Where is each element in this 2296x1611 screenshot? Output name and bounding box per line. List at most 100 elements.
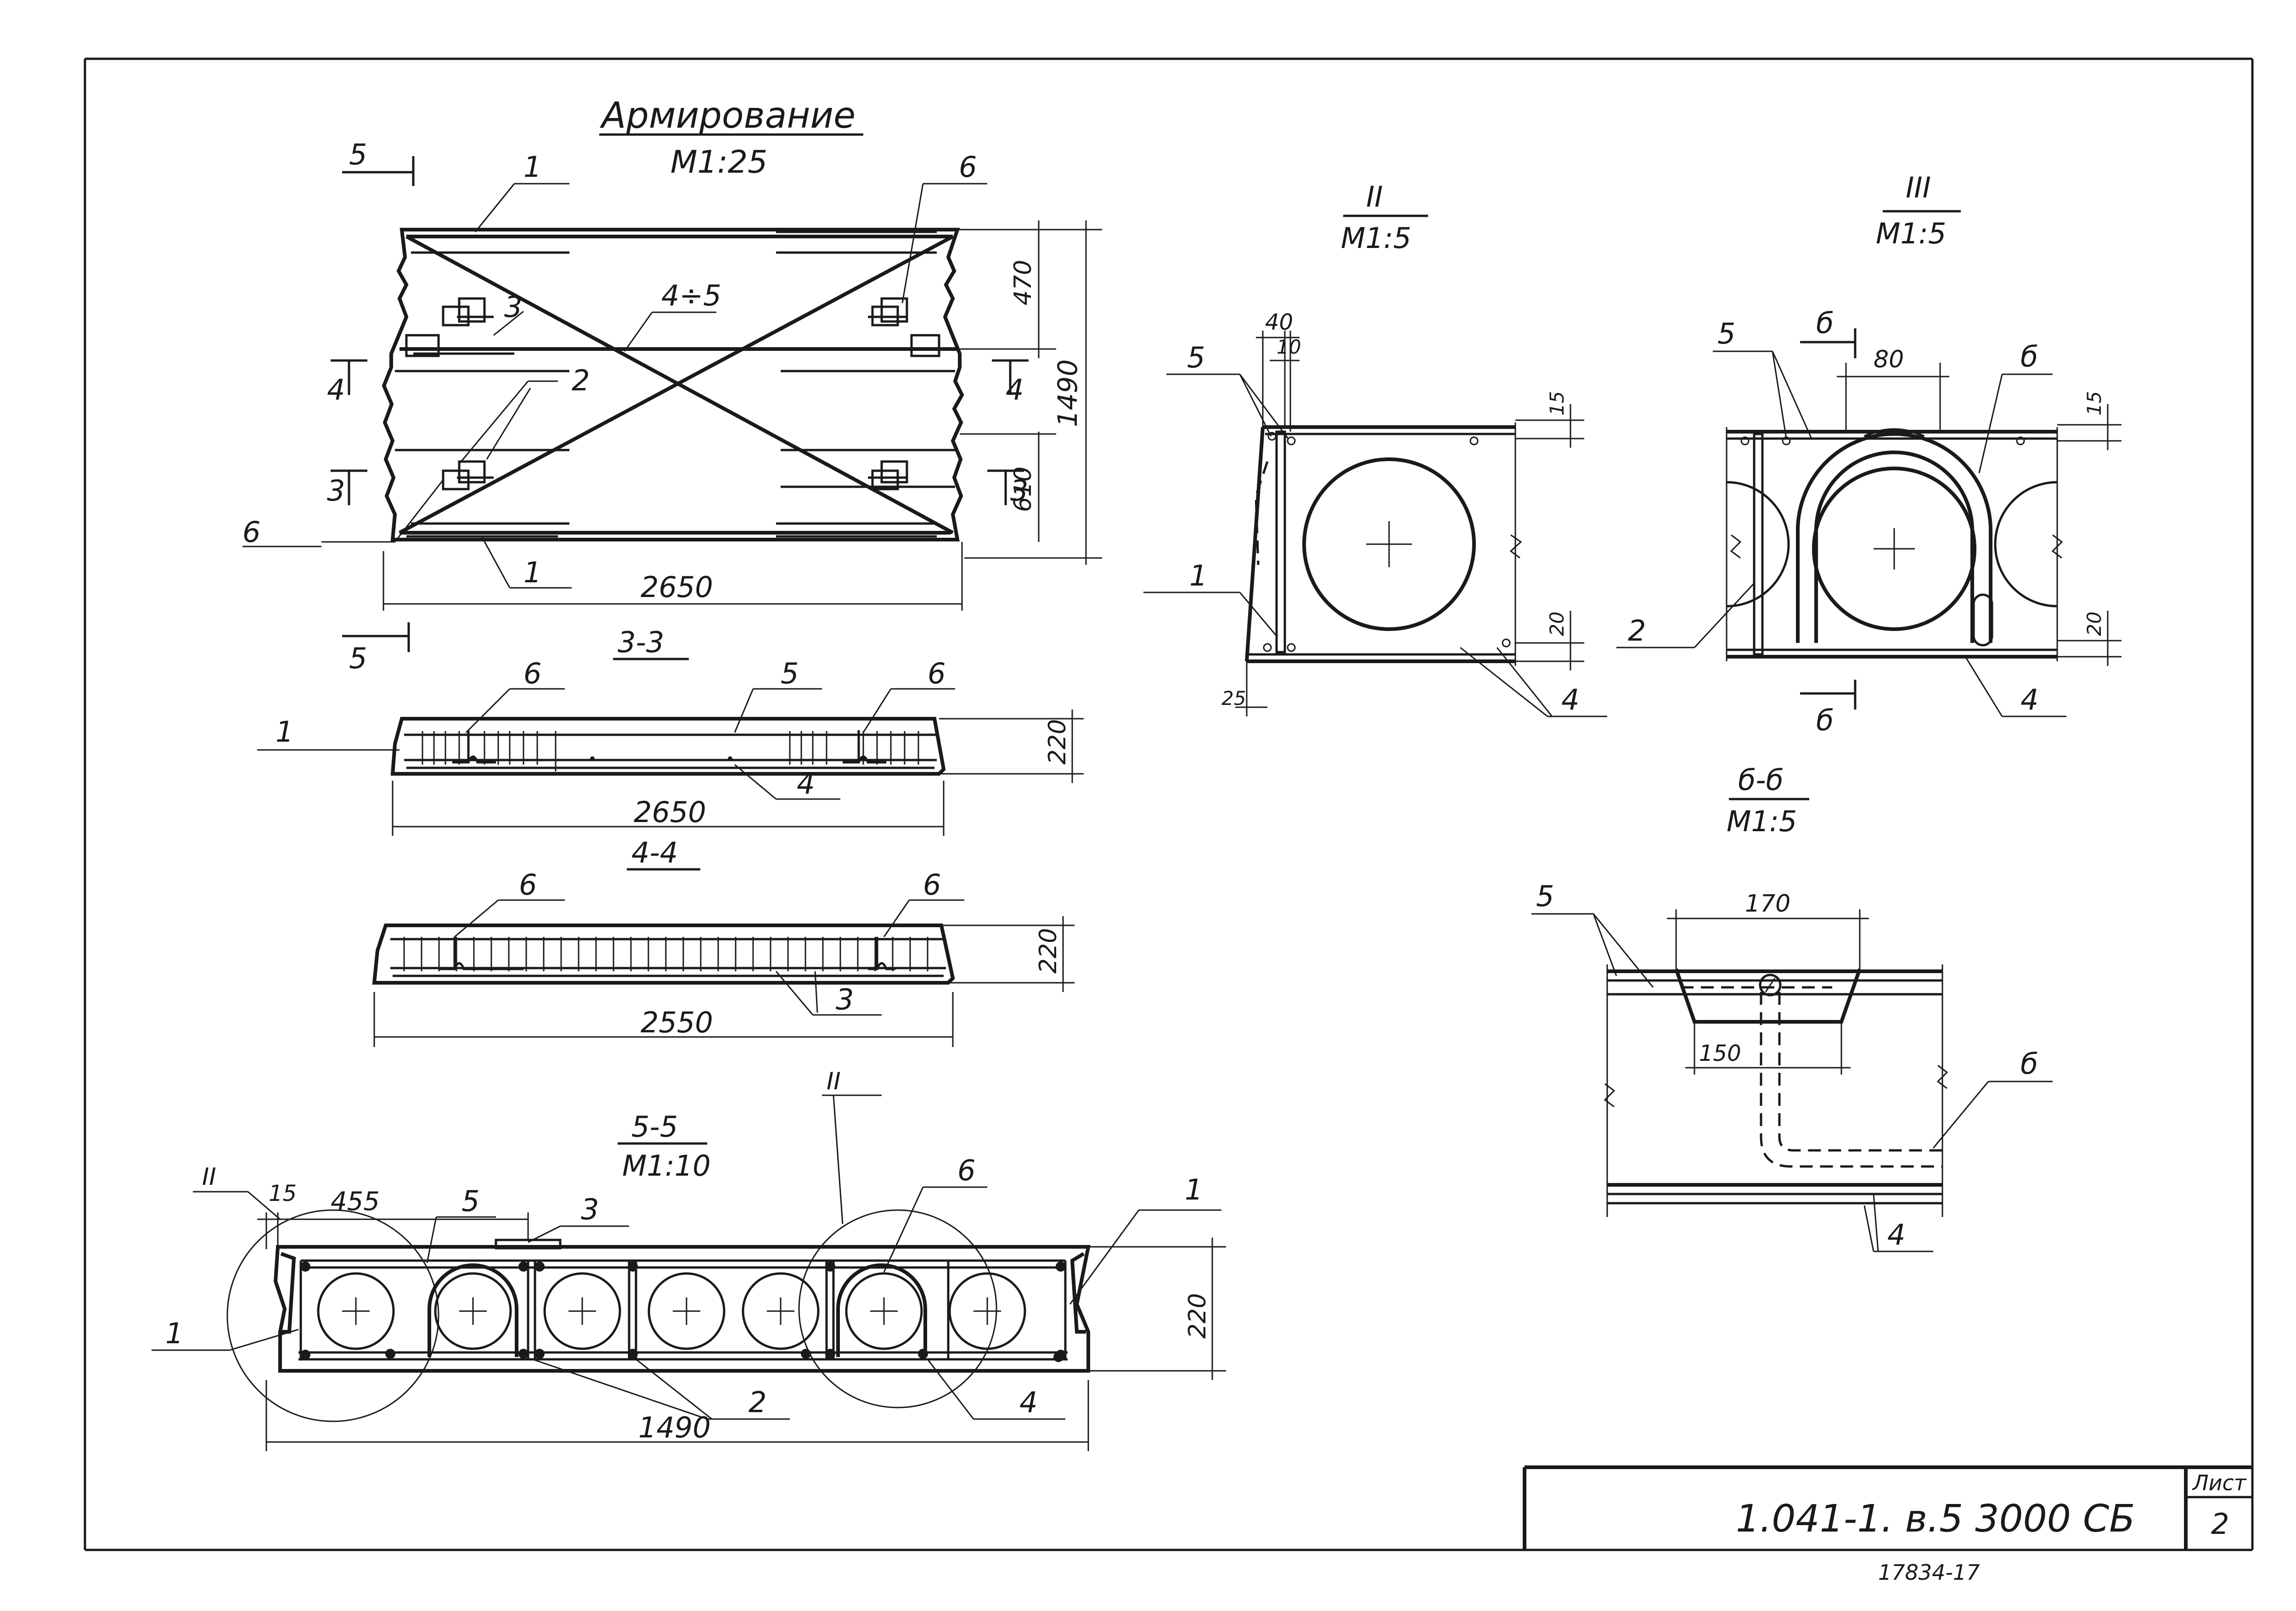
section-5-5-node-left: II (202, 1163, 216, 1191)
rebar-dot (628, 1262, 638, 1272)
main-title-block: Армирование М1:25 (599, 95, 863, 180)
plan-dim-width: 1490 (1052, 359, 1083, 427)
plan-pos-1-top: 1 (523, 150, 541, 184)
section-b-b-dim-170: 170 (1745, 890, 1790, 918)
plan-cut-5-bottom: 5 (349, 642, 367, 675)
section-5-5-dim-length: 1490 (638, 1411, 711, 1444)
section-3-3-title: 3-3 (618, 625, 664, 659)
section-4-4-dim-length: 2550 (641, 1006, 713, 1039)
plan-dim-length: 2650 (641, 570, 713, 604)
void-row (317, 1272, 1026, 1350)
section-b-b-dim-150: 150 (1699, 1041, 1741, 1066)
section-5-5-pos-1-right: 1 (1185, 1173, 1203, 1206)
stamp-code: 1.041-1. в.5 3000 СБ (1736, 1497, 2135, 1541)
node-2-scale: М1:5 (1341, 221, 1411, 255)
plan-dim-bottom: 610 (1009, 467, 1037, 512)
void-circle (543, 1272, 621, 1350)
section-3-3: 3-3 (257, 625, 1084, 836)
section-5-5-scale: М1:10 (622, 1149, 711, 1183)
node-2-dim-10: 10 (1277, 336, 1301, 358)
section-4-4-pos-3: 3 (836, 983, 854, 1016)
section-3-3-dim-length: 2650 (634, 795, 706, 829)
lifting-loop-icon (442, 460, 494, 490)
node-3-dim-20: 20 (2083, 612, 2105, 636)
plan-cut-4-left: 4 (327, 373, 345, 406)
section-5-5-pos-1-left: 1 (165, 1317, 183, 1350)
section-5-5-dim-455: 455 (331, 1187, 380, 1217)
node-2: II М1:5 5 1 4 (1143, 180, 1607, 717)
main-title: Армирование (599, 95, 855, 136)
node-3-pos-2: 2 (1628, 614, 1646, 648)
void-circle (742, 1272, 820, 1350)
plan-label-diag: 4÷5 (661, 279, 721, 312)
stamp-sheet-number: 2 (2211, 1507, 2229, 1541)
section-4-4: 4-4 6 6 3 220 2550 (372, 836, 1075, 1047)
section-4-4-pos-6-left: 6 (519, 868, 537, 901)
rebar-dot (300, 1350, 310, 1360)
sheet-frame (84, 57, 2254, 1551)
node-3: III М1:5 б б 5 (1616, 171, 2122, 737)
plan-pos-2: 2 (572, 364, 590, 397)
stirrup-group-right (789, 731, 919, 765)
rebar-dot (300, 1262, 310, 1272)
node-3-cut-bottom: б (1816, 704, 1834, 737)
node-2-pos-1: 1 (1189, 559, 1207, 592)
plan-dim-top: 470 (1009, 260, 1037, 305)
node-2-title: II (1366, 180, 1383, 214)
node-2-pos-4: 4 (1561, 683, 1579, 716)
section-5-5-node-right: II (827, 1068, 841, 1095)
rebar-dot (535, 1262, 545, 1272)
section-4-4-dim-height: 220 (1035, 928, 1062, 974)
section-b-b-pos-5: 5 (1536, 879, 1554, 913)
section-b-b: б-б М1:5 5 б 4 170 (1531, 763, 2053, 1252)
section-4-4-pos-6-right: 6 (923, 868, 941, 901)
rebar-dot (628, 1349, 638, 1359)
section-3-3-pos-4: 4 (797, 767, 815, 800)
section-5-5-pos-2: 2 (748, 1386, 766, 1419)
stamp-archive-number: 17834-17 (1878, 1560, 1980, 1585)
plan-pos-6-right: 6 (959, 150, 977, 184)
section-b-b-title: б-б (1738, 763, 1784, 797)
section-3-3-dim-height: 220 (1044, 719, 1071, 765)
node-3-pos-6: б (2020, 340, 2038, 373)
rebar-dot (385, 1349, 395, 1359)
section-b-b-pos-4: 4 (1887, 1218, 1905, 1251)
node-3-dim-15: 15 (2083, 391, 2105, 416)
plan-scale: М1:25 (670, 144, 767, 180)
section-b-b-scale: М1:5 (1727, 805, 1797, 838)
section-3-3-pos-6-left: 6 (523, 657, 541, 690)
lifting-loop-icon (442, 297, 494, 327)
node-2-dim-20: 20 (1546, 612, 1568, 636)
section-3-3-pos-5: 5 (781, 657, 799, 690)
node-3-dim-80: 80 (1874, 346, 1904, 373)
node-2-dim-25: 25 (1221, 687, 1246, 710)
node-3-title: III (1906, 171, 1931, 204)
node-2-pos-5: 5 (1187, 341, 1205, 374)
section-3-3-pos-6-right: 6 (928, 657, 945, 690)
section-b-b-pos-6: б (2020, 1047, 2038, 1081)
rebar-dot (1056, 1262, 1066, 1272)
title-stamp: 1.041-1. в.5 3000 СБ Лист 2 17834-17 (1523, 1465, 2252, 1585)
rebar-dot (518, 1262, 529, 1272)
section-5-5-dim-edge: 15 (269, 1181, 297, 1206)
section-5-5-pos-3: 3 (581, 1193, 599, 1226)
section-5-5-pos-5: 5 (461, 1184, 479, 1218)
rebar-dot (1053, 1352, 1064, 1362)
section-5-5-pos-6: 6 (957, 1154, 975, 1187)
plan-pos-1-bottom: 1 (523, 556, 541, 589)
section-5-5-pos-4: 4 (1019, 1386, 1037, 1419)
rebar-dots (300, 1262, 1066, 1362)
node-2-dim-40: 40 (1265, 310, 1293, 335)
rebar-dot (825, 1349, 835, 1359)
plan-cut-3-right: 3 (1010, 474, 1028, 507)
plan-cut-5-top: 5 (349, 138, 367, 171)
stirrup-row (403, 937, 929, 971)
rebar-dot (535, 1349, 545, 1359)
plan-view: 1 1 3 4÷5 2 6 6 5 5 4 4 (242, 138, 1102, 675)
section-3-3-pos-1: 1 (276, 715, 293, 749)
void-circle (434, 1272, 512, 1350)
void-circle (647, 1272, 726, 1350)
void-circle (845, 1272, 923, 1350)
lifting-loop-icon (868, 297, 908, 327)
